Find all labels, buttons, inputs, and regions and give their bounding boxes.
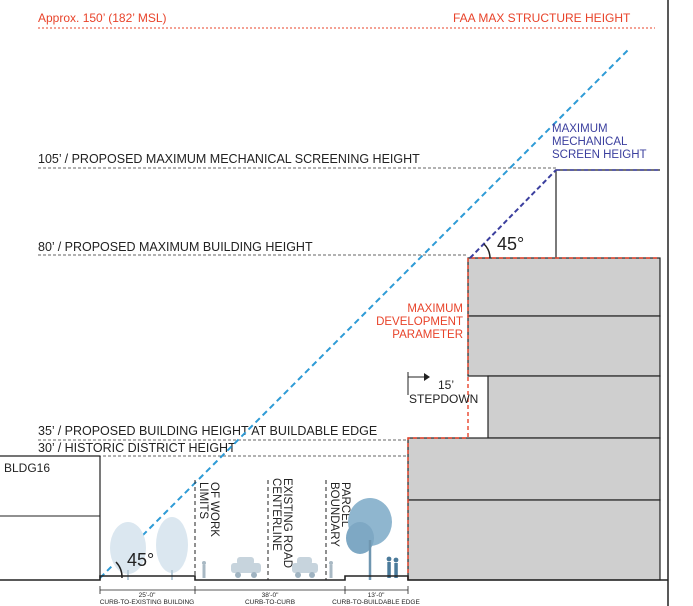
- stepdown-value: 15’: [438, 378, 454, 392]
- limits-label: LIMITS OF WORK: [197, 482, 220, 537]
- max-dev-line1: MAXIMUM: [407, 303, 463, 315]
- parcel-line2: BOUNDARY: [328, 482, 340, 547]
- dimension-row: 25’-0" CURB-TO-EXISTING BUILDING 38’-0" …: [99, 586, 420, 606]
- max-dev-line3: PARAMETER: [392, 329, 463, 341]
- tree-icon: [110, 522, 146, 574]
- label-35: 35’ / PROPOSED BUILDING HEIGHT AT BUILDA…: [38, 424, 377, 438]
- label-30: 30’ / HISTORIC DISTRICT HEIGHT: [38, 441, 236, 455]
- tree-group-left: [110, 517, 188, 580]
- angle-upper-label: 45°: [497, 234, 524, 254]
- building-floor-4: [407, 437, 661, 501]
- max-dev-line2: DEVELOPMENT: [376, 316, 463, 328]
- tree-icon: [156, 517, 188, 573]
- pedestrian-icon: [386, 556, 399, 578]
- label-80: 80’ / PROPOSED MAXIMUM BUILDING HEIGHT: [38, 240, 313, 254]
- max-development-outline: [407, 257, 660, 580]
- angle-plane-45: [99, 49, 629, 579]
- road-label: EXISTING ROAD CENTERLINE: [270, 478, 293, 568]
- dim-label-3: CURB-TO-BUILDABLE EDGE: [332, 599, 420, 606]
- max-mech-label: MAXIMUM MECHANICAL SCREEN HEIGHT: [552, 123, 647, 161]
- max-mech-line1: MAXIMUM: [552, 123, 608, 135]
- max-dev-label: MAXIMUM DEVELOPMENT PARAMETER: [376, 303, 463, 341]
- road-line1: EXISTING ROAD: [281, 478, 293, 568]
- building-floor-top: [467, 257, 661, 317]
- limits-line1: LIMITS: [197, 482, 209, 519]
- stepdown-dimension: 15’ STEPDOWN: [407, 372, 478, 406]
- existing-building: BLDG16: [0, 455, 101, 578]
- stepdown-label: STEPDOWN: [409, 392, 478, 406]
- bldg16-label: BLDG16: [4, 461, 50, 475]
- label-105: 105’ / PROPOSED MAXIMUM MECHANICAL SCREE…: [38, 152, 420, 166]
- stepdown-arrowhead-icon: [424, 373, 430, 381]
- dim-label-2: CURB-TO-CURB: [245, 599, 295, 606]
- pedestrian-icon: [202, 561, 206, 578]
- mech-angle-45: [469, 169, 557, 259]
- angle-arc-upper: [483, 243, 491, 259]
- parcel-line1: PARCEL: [339, 482, 351, 528]
- pedestrian-icon: [329, 561, 333, 578]
- max-mech-line3: SCREEN HEIGHT: [552, 149, 647, 161]
- ground-line: [0, 575, 668, 581]
- faa-height-label: Approx. 150’ (182’ MSL): [38, 11, 167, 25]
- car-icon: [231, 557, 261, 578]
- dim-label-1: CURB-TO-EXISTING BUILDING: [100, 599, 195, 606]
- limits-line2: OF WORK: [208, 482, 220, 537]
- car-icon: [292, 557, 318, 578]
- mechanical-screen: [555, 169, 660, 258]
- faa-title-label: FAA MAX STRUCTURE HEIGHT: [453, 11, 631, 25]
- max-mech-line2: MECHANICAL: [552, 136, 628, 148]
- building-floor-3: [487, 375, 661, 439]
- parcel-label: PARCEL BOUNDARY: [328, 482, 351, 547]
- angle-arc-lower: [115, 561, 123, 579]
- tree-icon: [346, 498, 392, 580]
- dim-value-3: 13’-0": [368, 592, 385, 599]
- building-floor-base: [407, 499, 661, 581]
- building-floor-2: [467, 315, 661, 377]
- dim-value-2: 38’-0": [262, 592, 279, 599]
- road-line2: CENTERLINE: [270, 478, 282, 551]
- angle-lower-label: 45°: [127, 550, 154, 570]
- dim-value-1: 25’-0": [139, 592, 156, 599]
